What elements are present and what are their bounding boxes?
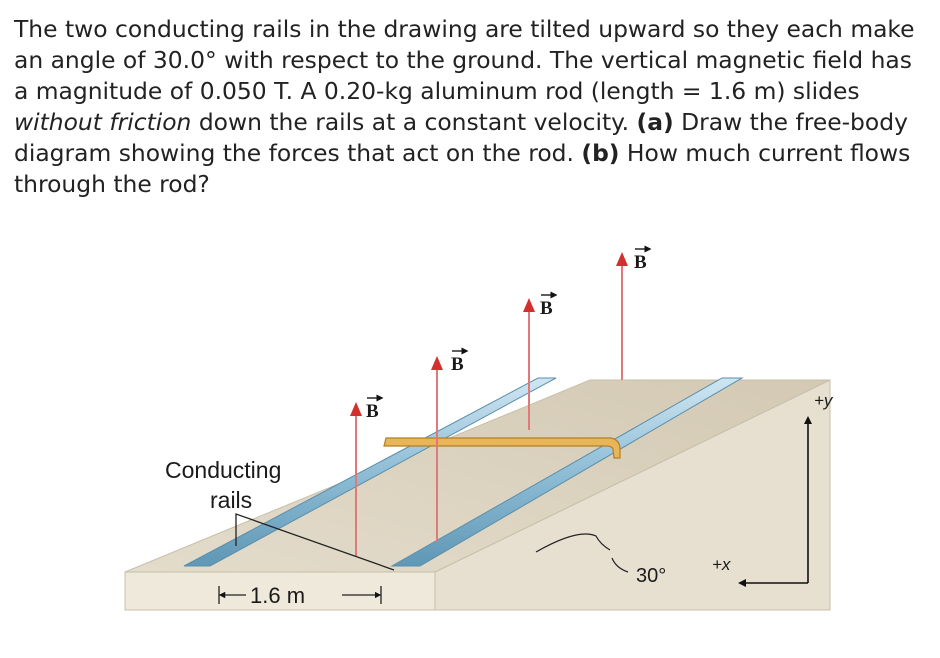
callout-rails: rails	[210, 487, 252, 513]
problem-text-4: Draw the free-body diagram showing the f…	[14, 108, 908, 167]
field-arrowhead-1	[350, 402, 362, 416]
problem-statement: The two conducting rails in the drawing …	[14, 14, 929, 200]
problem-text-5: How much current flows through the rod?	[14, 139, 911, 198]
part-a-marker: (a)	[636, 108, 674, 136]
b-field-label-1: B	[366, 401, 379, 422]
part-b-marker: (b)	[581, 139, 620, 167]
field-arrowhead-4	[616, 252, 628, 266]
y-axis-label: +y	[814, 391, 834, 410]
b-field-label-3: B	[540, 298, 553, 319]
problem-text-1: The two conducting rails in the drawing …	[14, 15, 915, 105]
b-field-label-2: B	[451, 354, 464, 375]
field-arrowhead-2	[431, 356, 443, 370]
field-arrowhead-3	[523, 298, 535, 312]
angle-leader	[535, 533, 611, 553]
b-field-label-4: B	[634, 252, 647, 273]
aluminum-rod	[383, 437, 621, 459]
angle-arc	[611, 557, 629, 573]
rails-figure: B B B B Conducting rails 1.6 m 30° +x +y	[124, 245, 834, 611]
x-axis-label: +x	[712, 555, 731, 574]
problem-text-3: down the rails at a constant velocity.	[191, 108, 637, 136]
callout-conducting: Conducting	[165, 457, 281, 483]
callout-leader-lines	[235, 513, 395, 571]
problem-text-2: without friction	[14, 108, 192, 136]
dimension-label: 1.6 m	[250, 583, 305, 608]
angle-label: 30°	[636, 565, 666, 587]
